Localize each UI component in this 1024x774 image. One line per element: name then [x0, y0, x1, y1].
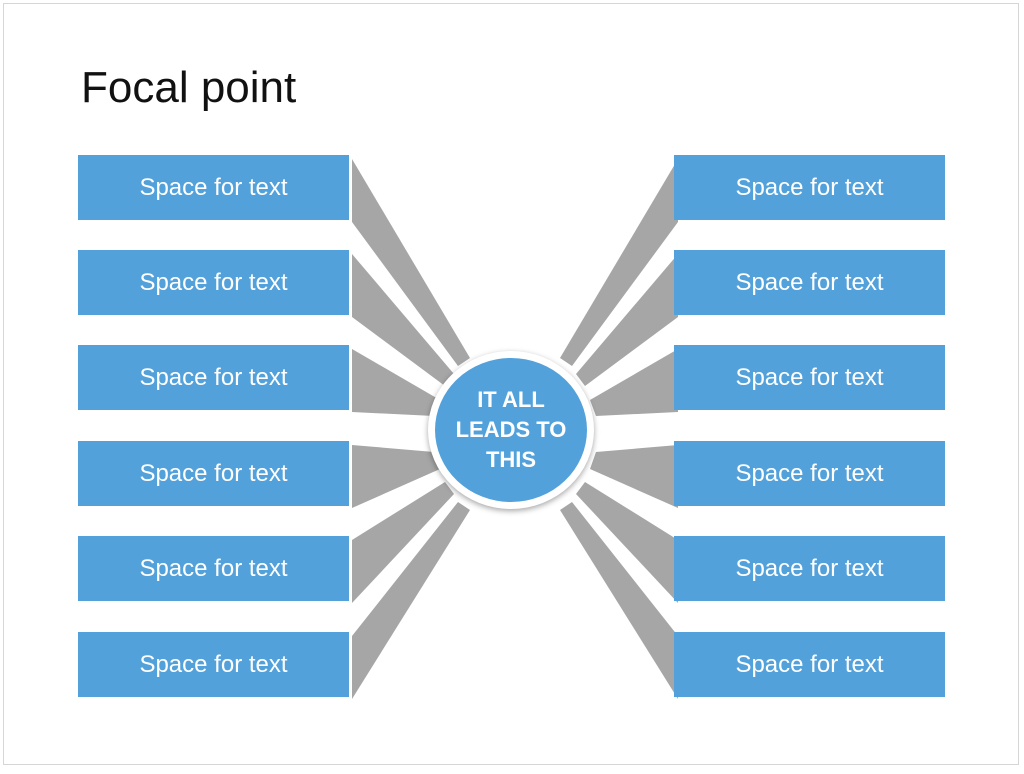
slide-title: Focal point	[81, 63, 297, 112]
right-text-box-5: Space for text	[674, 536, 945, 601]
connector-rays	[352, 159, 678, 699]
focal-text: IT ALL LEADS TO THIS	[446, 385, 576, 475]
right-text-box-1: Space for text	[674, 155, 945, 220]
left-text-box-6: Space for text	[78, 632, 349, 697]
ray-left-2	[352, 254, 454, 386]
ray-right-1	[560, 159, 678, 366]
ray-right-4	[590, 445, 678, 508]
ray-left-6	[352, 502, 470, 699]
ray-left-3	[352, 349, 440, 416]
right-text-box-2: Space for text	[674, 250, 945, 315]
left-text-box-4: Space for text	[78, 441, 349, 506]
left-text-box-5: Space for text	[78, 536, 349, 601]
ray-right-3	[590, 349, 678, 416]
focal-text-line-2: LEADS TO	[455, 417, 567, 442]
focal-circle: IT ALL LEADS TO THIS	[428, 351, 594, 509]
focal-text-line-1: IT ALL	[477, 387, 545, 412]
ray-right-5	[576, 482, 678, 603]
focal-text-line-3: THIS	[485, 447, 537, 472]
ray-left-4	[352, 445, 440, 508]
left-text-box-3: Space for text	[78, 345, 349, 410]
right-text-box-6: Space for text	[674, 632, 945, 697]
left-text-box-2: Space for text	[78, 250, 349, 315]
ray-right-2	[576, 254, 678, 386]
right-text-box-4: Space for text	[674, 441, 945, 506]
ray-left-5	[352, 482, 454, 603]
ray-left-1	[352, 159, 470, 366]
left-text-box-1: Space for text	[78, 155, 349, 220]
right-text-box-3: Space for text	[674, 345, 945, 410]
ray-right-6	[560, 502, 678, 699]
